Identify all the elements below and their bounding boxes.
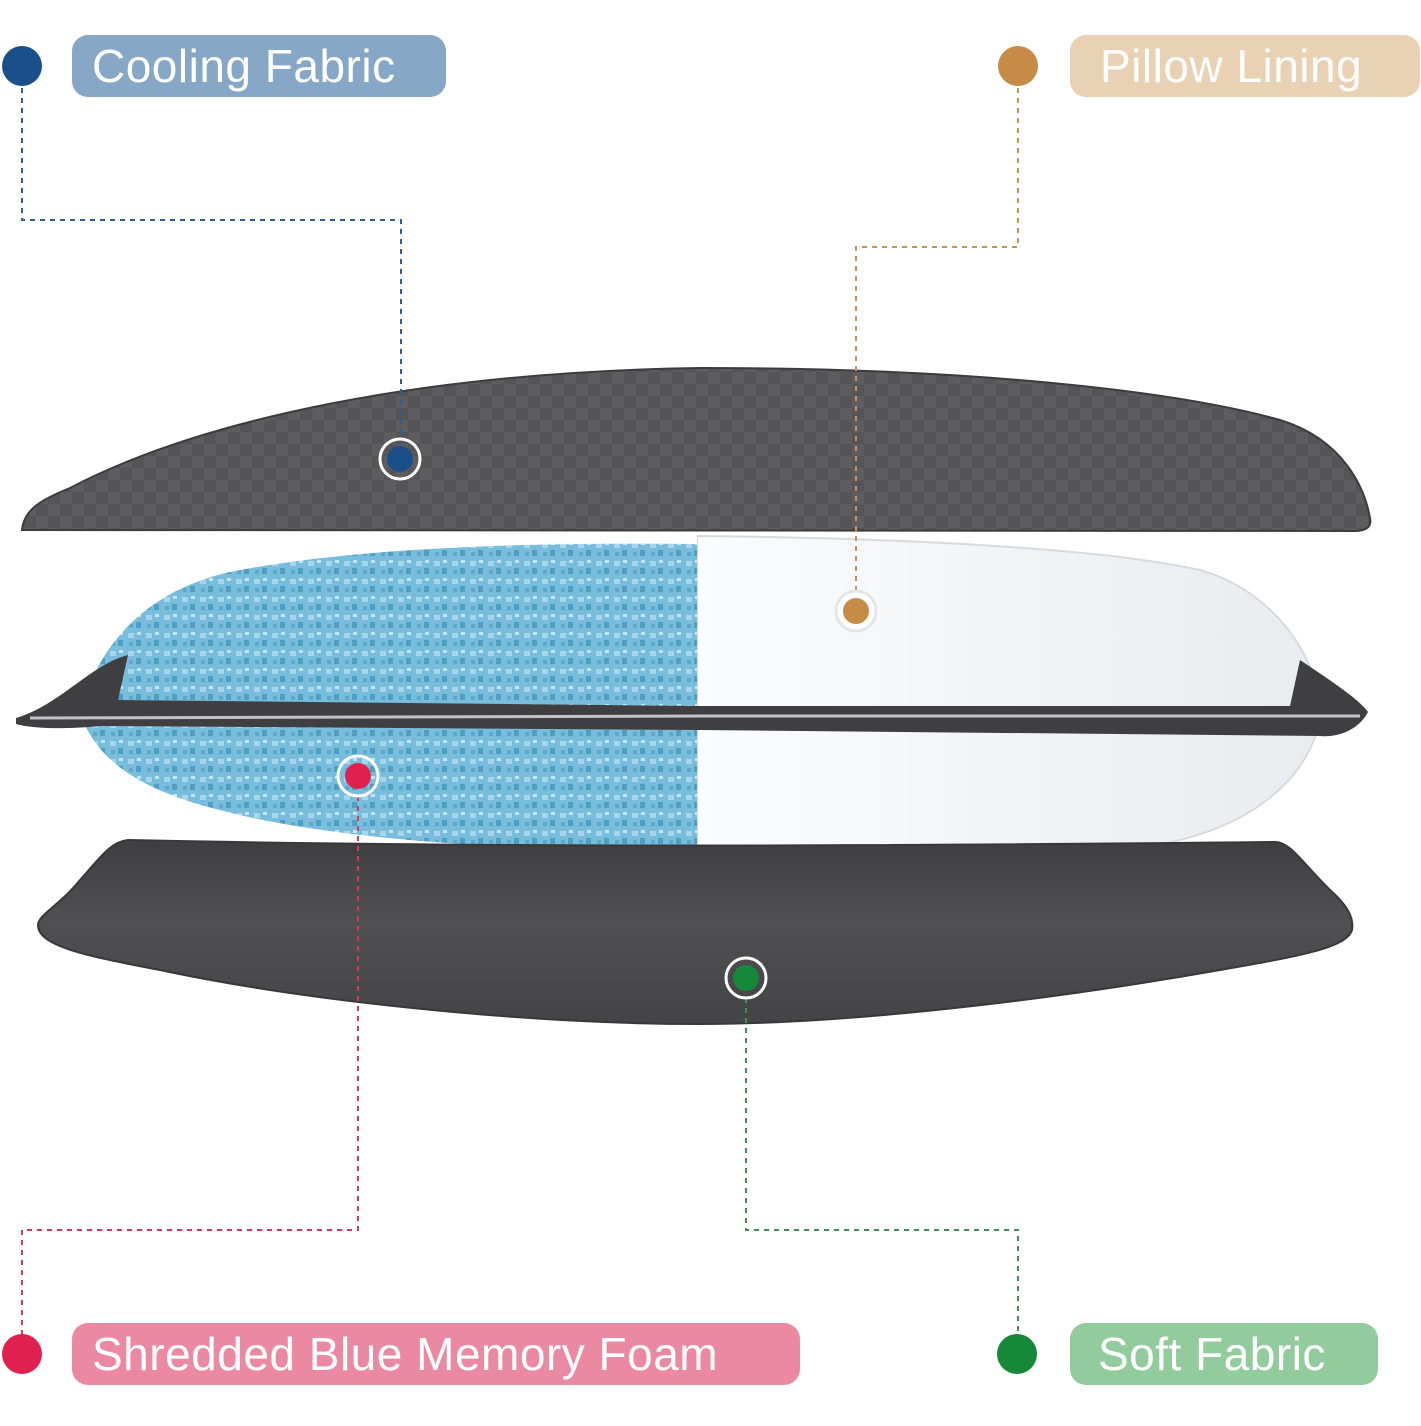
soft-fabric-marker — [724, 956, 768, 1000]
pillow-lining-dot — [998, 46, 1038, 86]
cooling-fabric-marker — [378, 437, 422, 481]
shredded-foam-half — [80, 543, 697, 851]
soft-fabric-label: Soft Fabric — [1070, 1323, 1378, 1385]
insert-seam-highlight — [29, 714, 1360, 720]
cooling-fabric-leader — [21, 88, 402, 440]
pillow-lining-leader — [855, 88, 1019, 592]
memory-foam-marker — [336, 754, 380, 798]
pillow-lining-label: Pillow Lining — [1070, 35, 1420, 97]
soft-fabric-dot — [997, 1334, 1037, 1374]
cooling-fabric-label: Cooling Fabric — [72, 35, 446, 97]
pillow-lining-marker — [834, 589, 878, 633]
soft-fabric-layer — [36, 838, 1354, 1026]
soft-fabric-leader — [745, 998, 1019, 1335]
cooling-fabric-dot — [2, 46, 42, 86]
cooling-fabric-layer — [20, 366, 1372, 533]
memory-foam-dot — [2, 1334, 42, 1374]
memory-foam-leader — [21, 796, 359, 1335]
pillow-lining-half — [697, 534, 1324, 858]
memory-foam-label: Shredded Blue Memory Foam — [72, 1323, 800, 1385]
